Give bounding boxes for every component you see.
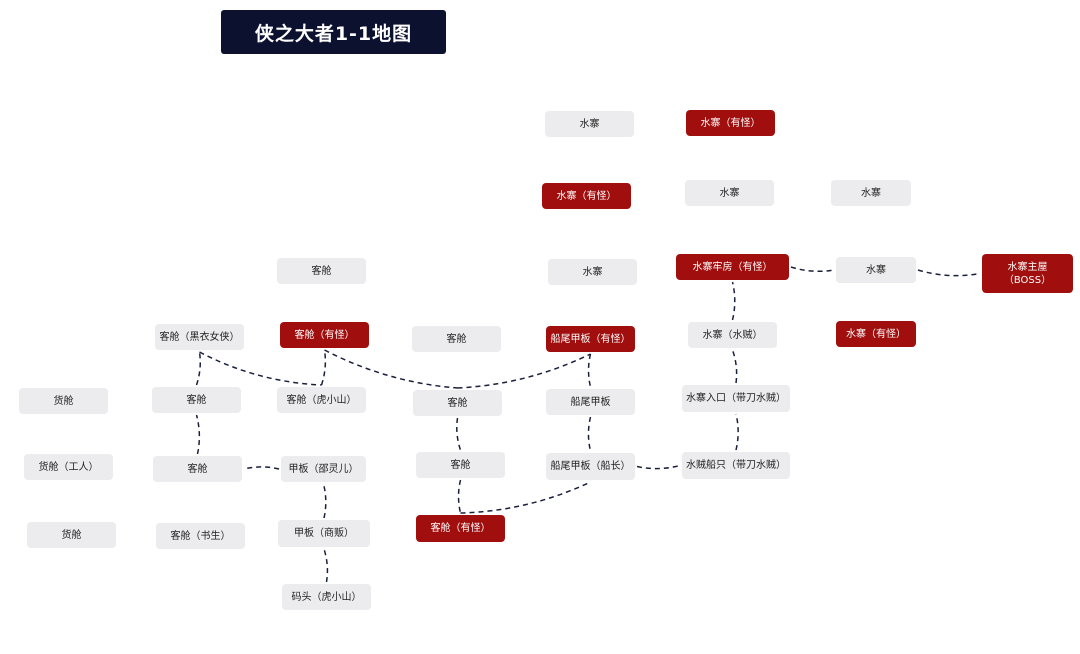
connector-arrow <box>195 414 201 455</box>
connector-arrow <box>790 266 835 273</box>
room-node: 水寨 <box>836 257 916 283</box>
room-node-monster: 船尾甲板（有怪） <box>546 326 635 352</box>
connector-arrow <box>460 481 591 514</box>
room-node-monster: 水寨（有怪） <box>686 110 775 136</box>
room-node-monster: 客舱（有怪） <box>280 322 369 348</box>
connector-arrow <box>456 417 462 451</box>
connector-arrow <box>199 351 322 386</box>
connector-arrow <box>320 349 327 386</box>
room-node-monster: 客舱（有怪） <box>416 515 505 542</box>
room-node: 客舱 <box>413 390 502 416</box>
connector-arrow <box>457 479 462 514</box>
connector-arrow <box>735 413 739 451</box>
room-node-monster: 水寨主屋 （BOSS） <box>982 254 1073 293</box>
connector-arrow <box>457 353 591 389</box>
room-node: 水寨 <box>545 111 634 137</box>
room-node-monster: 水寨牢房（有怪） <box>676 254 789 280</box>
connector-arrow <box>731 349 738 384</box>
room-node: 客舱 <box>412 326 501 352</box>
room-node: 客舱 <box>153 456 242 482</box>
room-node: 水寨（水贼） <box>688 322 777 348</box>
room-node: 水寨 <box>685 180 774 206</box>
connector-arrow <box>323 548 329 583</box>
room-node: 客舱（书生） <box>156 523 245 549</box>
room-node: 甲板（商贩） <box>278 520 370 547</box>
room-node: 水寨入口（带刀水贼） <box>682 385 790 412</box>
room-node: 水寨 <box>831 180 911 206</box>
room-node: 客舱（虎小山） <box>277 387 366 413</box>
room-node: 货舱 <box>19 388 108 414</box>
room-node: 水寨 <box>548 259 637 285</box>
connector-arrow <box>243 466 280 470</box>
room-node: 货舱（工人） <box>24 454 113 480</box>
room-node: 船尾甲板（船长） <box>546 453 635 480</box>
room-node: 客舱 <box>277 258 366 284</box>
room-node: 货舱 <box>27 522 116 548</box>
room-node-monster: 水寨（有怪） <box>836 321 916 347</box>
connector-arrow <box>636 464 681 470</box>
connector-arrow <box>322 483 327 519</box>
room-node: 客舱 <box>152 387 241 413</box>
connector-arrow <box>195 351 201 386</box>
room-node: 水贼船只（带刀水贼） <box>682 452 790 479</box>
room-node: 码头（虎小山） <box>282 584 371 610</box>
connector-arrow <box>324 349 458 389</box>
connector-arrow <box>587 353 592 388</box>
connector-arrow <box>587 416 592 452</box>
room-node: 客舱（黑衣女侠） <box>155 324 244 350</box>
map-title: 侠之大者1-1地图 <box>221 10 446 54</box>
room-node: 船尾甲板 <box>546 389 635 415</box>
room-node: 客舱 <box>416 452 505 478</box>
room-node-monster: 水寨（有怪） <box>542 183 631 209</box>
room-node: 甲板（邵灵儿） <box>281 456 366 482</box>
connector-arrow <box>731 281 736 321</box>
connector-arrow <box>917 269 981 277</box>
